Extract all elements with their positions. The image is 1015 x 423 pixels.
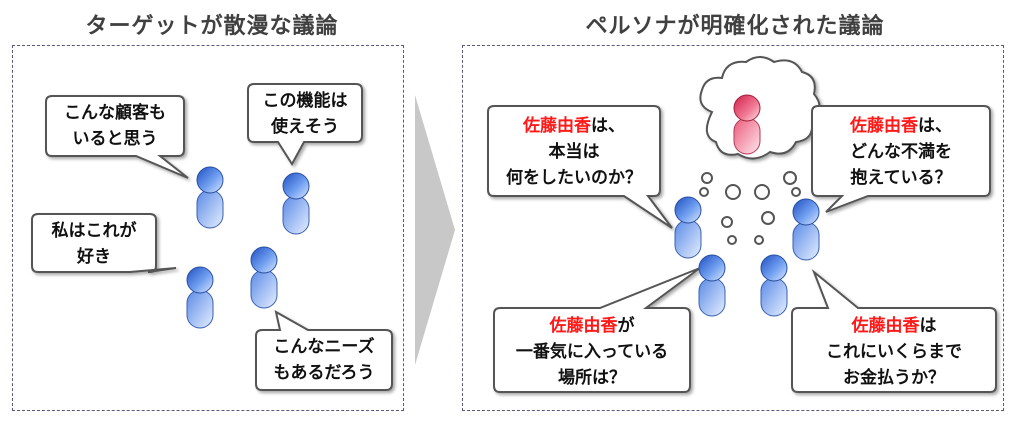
bubble-line: 私はこれが <box>51 221 137 241</box>
persona-speech-bubble: 佐藤由香は これにいくらまで お金払うか？ <box>792 313 996 391</box>
speech-bubble-shape <box>255 310 393 391</box>
bubble-line: 佐藤由香は <box>792 313 996 339</box>
bubble-line: こんなニーズ <box>273 337 375 357</box>
persona-person-icon <box>733 94 761 155</box>
speech-bubble-shape <box>487 105 673 229</box>
person-icon <box>250 246 278 309</box>
bubble-line: 一番気に入っている <box>515 342 669 362</box>
persona-speech-bubble: 佐藤由香が 一番気に入っている 場所は？ <box>494 313 690 391</box>
persona-name: 佐藤由香 <box>851 316 920 336</box>
bubble-line: 佐藤由香が <box>494 313 690 339</box>
speech-bubble-shape <box>45 95 189 179</box>
bubble-suffix: は <box>919 316 937 336</box>
persona-speech-bubble: 佐藤由香は、 本当は 何をしたいのか？ <box>488 113 660 191</box>
person-icon <box>186 266 214 329</box>
person-icon <box>792 198 820 261</box>
bubble-line: 本当は <box>548 142 600 162</box>
bubble-line: 佐藤由香は、 <box>812 113 990 139</box>
speech-bubble-shape <box>247 83 363 166</box>
persona-name: 佐藤由香 <box>850 116 918 136</box>
speech-bubble-shape <box>791 268 997 393</box>
bubble-suffix: が <box>617 316 635 336</box>
speech-bubble-shape <box>31 213 177 273</box>
bubble-line: この機能は <box>262 91 348 111</box>
left-panel <box>12 45 404 411</box>
bubble-line: お金払うか？ <box>843 368 945 388</box>
bubble-line: 何をしたいのか？ <box>506 168 642 188</box>
speech-bubble-shape <box>493 267 701 393</box>
thought-dots <box>699 171 801 245</box>
bubble-line: いると思う <box>72 129 158 149</box>
person-icon <box>674 196 702 259</box>
bubble-line: 抱えている？ <box>850 168 952 188</box>
persona-name: 佐藤由香 <box>549 316 618 336</box>
persona-name: 佐藤由香 <box>523 116 591 136</box>
speech-bubble: この機能は 使えそう <box>248 88 362 140</box>
left-panel-title: ターゲットが散漫な議論 <box>85 14 339 39</box>
bubble-line: こんな顧客も <box>64 103 166 123</box>
bubble-suffix: は、 <box>918 116 952 136</box>
bubble-line: 好き <box>77 247 111 267</box>
right-panel-title: ペルソナが明確化された議論 <box>585 14 885 39</box>
speech-bubble: こんなニーズ もあるだろう <box>256 334 392 386</box>
bubble-line: もあるだろう <box>273 363 375 383</box>
speech-bubble-shape <box>811 105 991 213</box>
persona-speech-bubble: 佐藤由香は、 どんな不満を 抱えている？ <box>812 113 990 191</box>
bubble-suffix: は、 <box>591 116 625 136</box>
speech-bubble: 私はこれが 好き <box>32 218 156 270</box>
right-panel <box>462 45 1004 411</box>
person-icon <box>282 172 310 235</box>
bubble-line: どんな不満を <box>850 142 952 162</box>
person-icon <box>196 166 224 229</box>
bubble-line: これにいくらまで <box>826 342 962 362</box>
person-icon <box>698 254 726 317</box>
transition-arrow <box>415 95 455 365</box>
person-icon <box>760 254 788 317</box>
bubble-line: 場所は？ <box>558 368 626 388</box>
speech-bubble: こんな顧客も いると思う <box>46 100 184 152</box>
bubble-line: 使えそう <box>271 117 339 137</box>
bubble-line: 佐藤由香は、 <box>488 113 660 139</box>
